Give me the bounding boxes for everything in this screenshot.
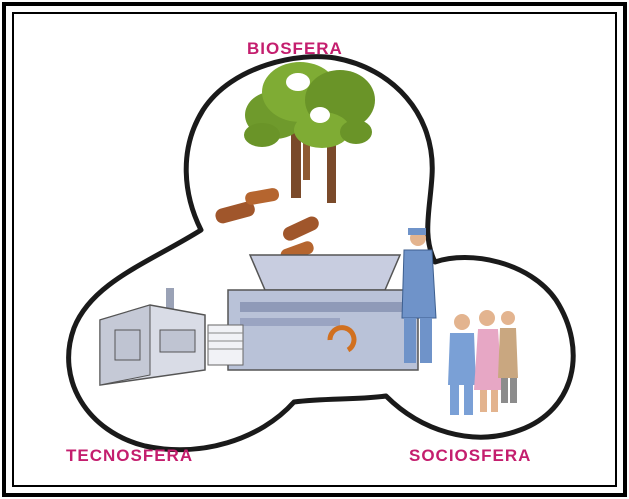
people-illustration: [448, 310, 518, 415]
label-sociosfera: SOCIOSFERA: [409, 446, 532, 465]
label-biosfera: BIOSFERA: [247, 39, 343, 58]
label-tecnosfera: TECNOSFERA: [66, 446, 194, 465]
trees-illustration: [244, 62, 375, 203]
paper-machine-illustration: [207, 254, 419, 371]
factory-illustration: [99, 288, 206, 386]
worker-illustration: [401, 228, 437, 363]
